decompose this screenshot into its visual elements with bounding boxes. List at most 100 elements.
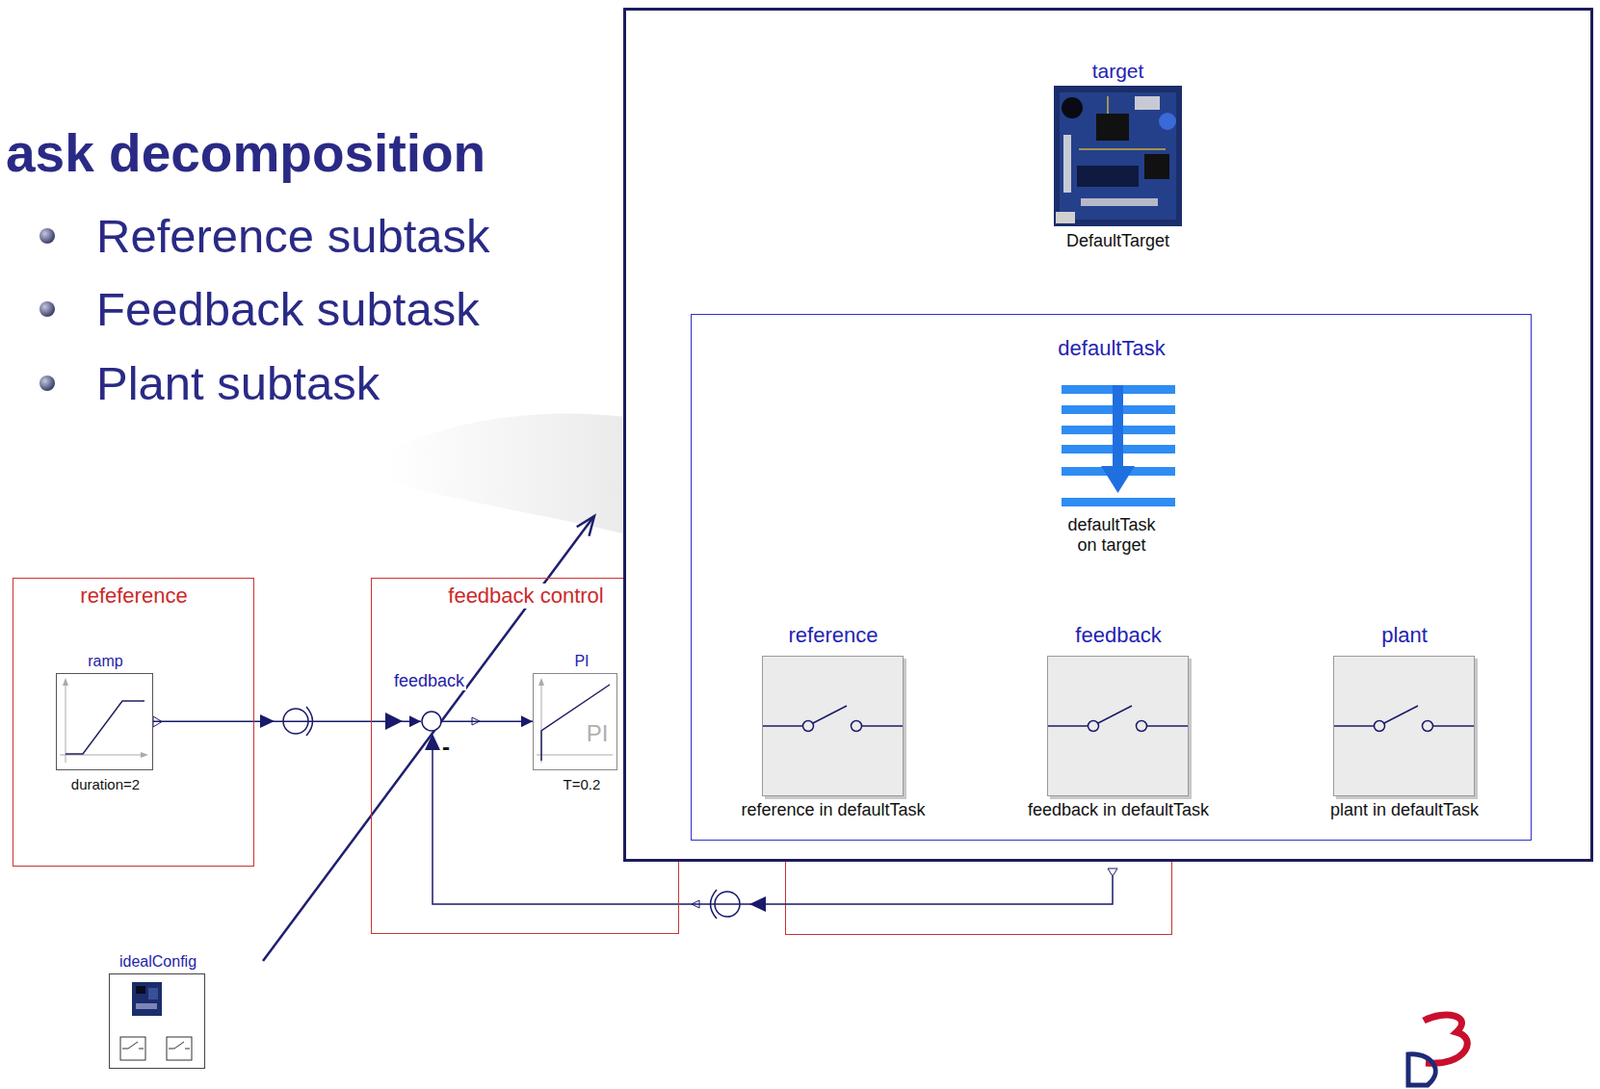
subtask-block: referencereference in defaultTask xyxy=(761,655,904,797)
subtask-switch-icon xyxy=(851,721,863,733)
pi-icon xyxy=(532,673,618,771)
target-board-picture xyxy=(1063,134,1072,193)
config-icon xyxy=(184,1049,190,1050)
zoom-panel-frame xyxy=(625,9,1593,862)
subsystem-name: refeference xyxy=(78,583,189,608)
config-icon xyxy=(148,988,158,1000)
config-icon xyxy=(138,1049,144,1050)
bullet-dot xyxy=(39,301,55,317)
bullet-dot xyxy=(39,375,55,392)
task-icon xyxy=(1061,498,1176,507)
subtask-switch-icon xyxy=(1047,725,1088,728)
config-icon xyxy=(120,1037,146,1061)
block-name: feedback xyxy=(392,671,467,692)
pi-block: PIPIT=0.2 xyxy=(532,673,618,771)
subtask-switch-icon xyxy=(1422,721,1434,733)
config-icon xyxy=(135,986,146,995)
bullet-text: Feedback subtask xyxy=(94,282,482,337)
target-board-picture xyxy=(1096,113,1129,141)
subtask-switch-icon xyxy=(1098,706,1132,724)
subsystem-box: refeference rampduration=2 xyxy=(12,577,255,867)
zoom-leader-arrow xyxy=(262,516,595,962)
block-name: PI xyxy=(572,653,591,671)
block-parameter: duration=2 xyxy=(69,776,142,793)
slide-title: ask decomposition xyxy=(3,123,488,184)
subtask-switch-icon xyxy=(862,725,904,728)
config-block: idealConfig xyxy=(108,973,206,1070)
subtask-block: plantplant in defaultTask xyxy=(1333,655,1475,797)
ramp-icon xyxy=(55,673,154,771)
config-icon xyxy=(168,1042,184,1050)
ramp-icon xyxy=(55,673,154,771)
config-icon xyxy=(108,973,206,1070)
subtask-switch-icon xyxy=(1088,721,1100,733)
company-logo xyxy=(1408,1054,1436,1086)
subtask-name: plant xyxy=(1379,623,1430,648)
block-name: idealConfig xyxy=(117,953,199,971)
target-board-picture xyxy=(1106,96,1109,114)
subtask-caption: plant in defaultTask xyxy=(1328,800,1481,821)
target-board-picture xyxy=(1158,112,1177,131)
task-box: defaultTask defaultTask on target referenc… xyxy=(690,314,1532,841)
config-icon xyxy=(135,1003,158,1010)
subtask-switch-icon xyxy=(1333,655,1475,797)
company-logo xyxy=(1423,1015,1468,1064)
subtask-switch-icon xyxy=(803,721,814,733)
target-board-picture xyxy=(1134,96,1160,110)
port-triangle xyxy=(1107,868,1118,877)
subtask-switch-icon xyxy=(1333,725,1374,728)
subtask-caption: reference in defaultTask xyxy=(738,800,927,821)
subtask-switch-icon xyxy=(761,655,1478,800)
bullet-text: Plant subtask xyxy=(94,356,382,411)
bullet-text: Reference subtask xyxy=(94,209,493,263)
target-board-picture xyxy=(1144,154,1170,180)
subtask-name: reference xyxy=(786,623,881,648)
subtask-name: feedback xyxy=(1073,623,1163,648)
target-board: targetDefaultTarget xyxy=(1053,85,1182,227)
block-parameter: T=0.2 xyxy=(561,776,604,793)
subtask-switch-icon xyxy=(1136,721,1148,733)
task-icon xyxy=(1112,385,1124,471)
swoosh-decoration xyxy=(385,414,665,545)
config-icon xyxy=(131,982,162,1017)
sum-circle xyxy=(421,711,442,732)
zoom-panel-frame xyxy=(625,9,1593,862)
target-board-picture xyxy=(1053,85,1182,227)
task-caption: defaultTask on target xyxy=(1058,515,1165,555)
ramp-block: rampduration=2 xyxy=(55,673,154,771)
target-board-picture xyxy=(1053,85,1182,227)
target-board-picture xyxy=(1078,148,1166,151)
subtask-switch-icon xyxy=(813,706,847,724)
subtask-block: feedbackfeedback in defaultTask xyxy=(1047,655,1189,797)
target-board-picture xyxy=(1055,211,1076,224)
sum-circle xyxy=(420,710,443,733)
target-board-picture xyxy=(1080,198,1158,207)
bullet-dot xyxy=(39,228,55,244)
ramp-icon xyxy=(65,681,67,763)
subtask-switch-icon xyxy=(1384,706,1418,724)
config-icon xyxy=(122,1042,138,1050)
pi-icon xyxy=(541,684,610,761)
target-board-picture xyxy=(1059,92,1177,220)
subtask-switch-icon xyxy=(1374,721,1386,733)
subtask-switch-icon xyxy=(1147,725,1189,728)
config-icon xyxy=(108,973,206,1070)
zoom-leader-arrow xyxy=(577,516,595,537)
swoosh-decoration xyxy=(385,414,665,545)
pi-icon xyxy=(532,673,618,771)
config-icon xyxy=(166,1037,192,1061)
signal-connector xyxy=(442,721,533,724)
ramp-icon xyxy=(65,701,145,755)
task-name: defaultTask xyxy=(1055,336,1167,361)
task-icon xyxy=(1101,466,1135,494)
block-icon-text: PI xyxy=(584,720,611,748)
subtask-switch-icon xyxy=(761,725,803,728)
subtask-switch-icon xyxy=(1433,725,1475,728)
pi-icon xyxy=(538,678,545,686)
task-icon xyxy=(1061,385,1176,507)
bullet-dot xyxy=(39,228,55,392)
target-board-picture xyxy=(1076,165,1139,187)
company-logo xyxy=(1408,1015,1468,1086)
pi-icon xyxy=(536,755,613,757)
ramp-icon xyxy=(62,678,69,686)
